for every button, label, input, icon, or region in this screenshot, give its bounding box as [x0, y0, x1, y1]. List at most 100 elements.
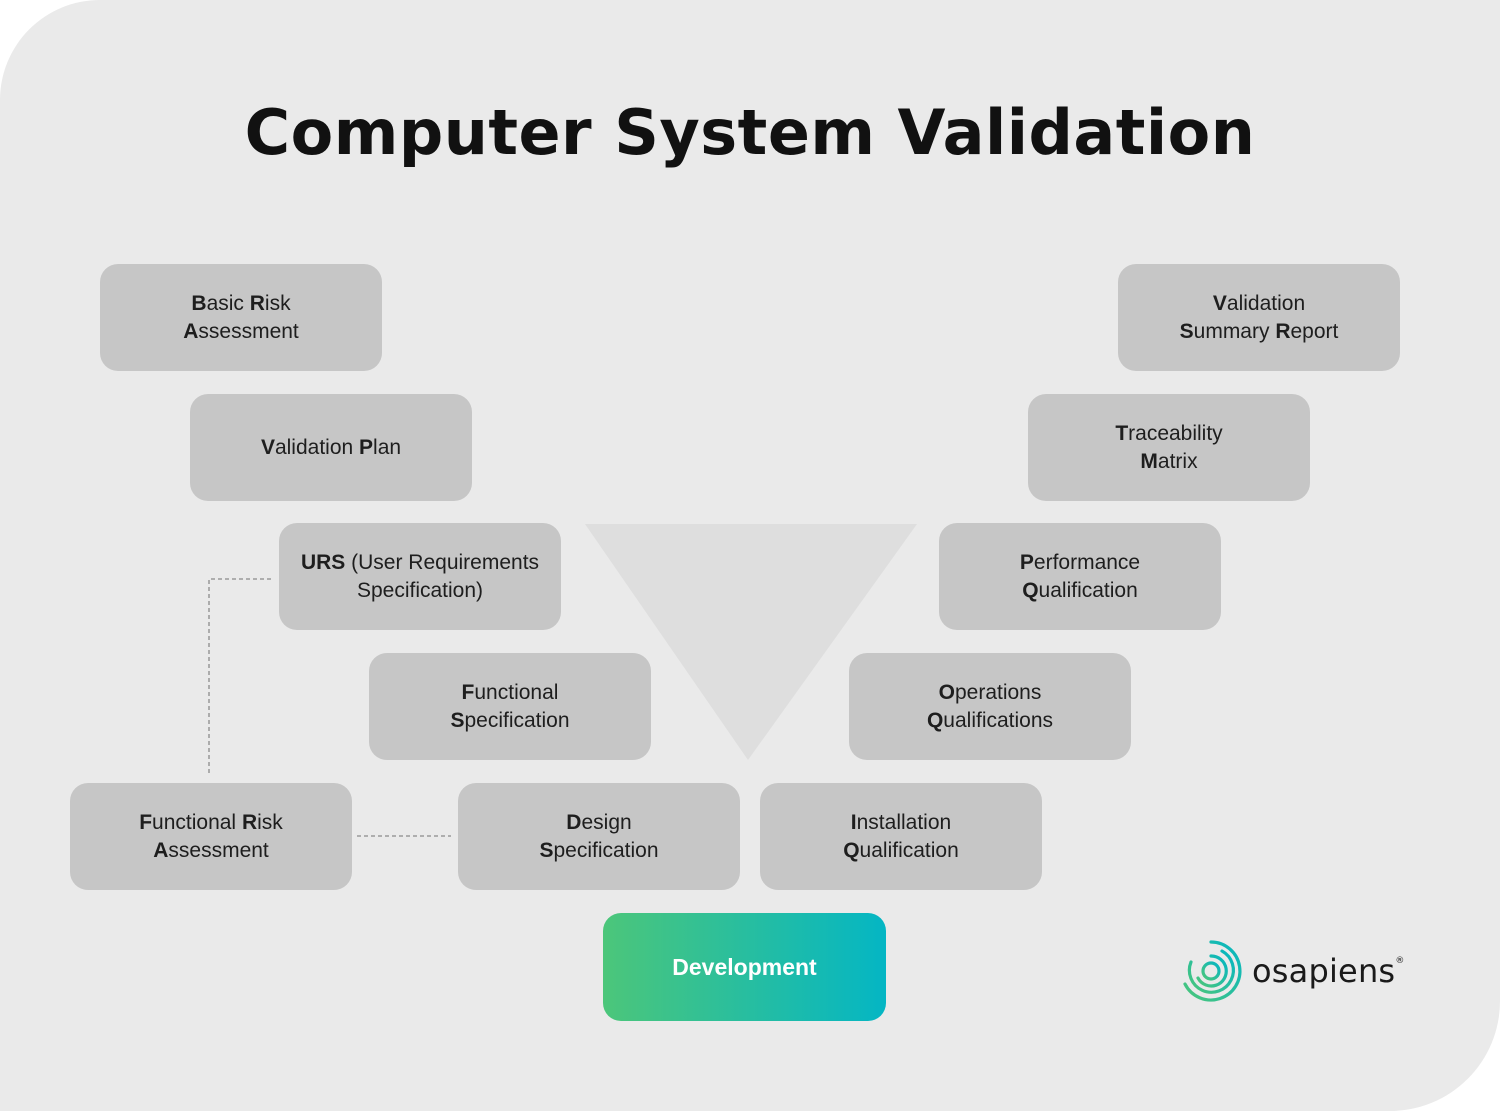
- label-text: pecification: [464, 708, 570, 732]
- box-label-line: Qualification: [1020, 577, 1140, 605]
- box-label-line: Qualifications: [927, 707, 1053, 735]
- label-text: perations: [954, 680, 1042, 704]
- label-initial: S: [539, 838, 554, 862]
- box-label-line: Operations: [927, 679, 1053, 707]
- box-label-line: Functional: [450, 679, 569, 707]
- label-initial: P: [359, 435, 374, 459]
- label-initial: URS: [300, 550, 346, 574]
- label-text: erformance: [1033, 550, 1141, 574]
- label-text: Specification): [356, 578, 484, 602]
- box-label: Validation Plan: [261, 434, 401, 462]
- osapiens-logo-icon: [1183, 940, 1242, 1002]
- label-text: ssessment: [168, 838, 269, 862]
- osapiens-logo: osapiens®: [1178, 938, 1405, 1004]
- page-title: Computer System Validation: [244, 96, 1256, 169]
- label-initial: Q: [926, 708, 944, 732]
- label-initial: B: [191, 291, 207, 315]
- development-box: Development: [603, 913, 886, 1021]
- label-initial: F: [139, 810, 153, 834]
- box-label-line: Performance: [1020, 549, 1140, 577]
- box-label-line: Specification: [539, 837, 658, 865]
- label-text: esign: [581, 810, 632, 834]
- label-initial: V: [260, 435, 275, 459]
- label-text: isk: [264, 291, 291, 315]
- label-text: pecification: [553, 838, 659, 862]
- label-text: ummary: [1193, 319, 1276, 343]
- validation-plan-box: Validation Plan: [190, 394, 472, 501]
- label-initial: M: [1140, 449, 1158, 473]
- label-text: unctional: [474, 680, 559, 704]
- box-label-line: Matrix: [1115, 448, 1222, 476]
- box-label-line: URS (User Requirements: [301, 549, 539, 577]
- label-initial: Q: [843, 838, 860, 862]
- label-initial: F: [461, 680, 475, 704]
- label-text: atrix: [1157, 449, 1198, 473]
- label-initial: V: [1212, 291, 1227, 315]
- label-text: unctional: [152, 810, 242, 834]
- box-label-line: Installation: [843, 809, 959, 837]
- label-initial: A: [153, 838, 169, 862]
- label-text: ualifications: [943, 708, 1054, 732]
- box-label-line: Functional Risk: [139, 809, 283, 837]
- box-label-line: Design: [539, 809, 658, 837]
- label-initial: I: [850, 810, 857, 834]
- box-label-line: Summary Report: [1180, 318, 1339, 346]
- label-text: raceability: [1128, 421, 1223, 445]
- osapiens-wordmark: osapiens®: [1252, 952, 1405, 990]
- label-initial: T: [1115, 421, 1129, 445]
- label-text: eport: [1290, 319, 1339, 343]
- label-initial: Q: [1022, 578, 1039, 602]
- label-text: isk: [257, 810, 283, 834]
- label-initial: P: [1019, 550, 1034, 574]
- label-text: lan: [373, 435, 402, 459]
- box-label-line: Specification): [301, 577, 539, 605]
- label-initial: D: [566, 810, 582, 834]
- box-label-line: Basic Risk: [183, 290, 299, 318]
- box-label-line: Specification: [450, 707, 569, 735]
- label-text: ualification: [859, 838, 959, 862]
- label-initial: A: [183, 319, 199, 343]
- label-initial: R: [249, 291, 265, 315]
- label-initial: R: [1275, 319, 1291, 343]
- label-text: ssessment: [198, 319, 299, 343]
- label-text: alidation: [1226, 291, 1306, 315]
- label-initial: S: [450, 708, 465, 732]
- label-text: alidation: [274, 435, 360, 459]
- box-label-line: Assessment: [139, 837, 283, 865]
- v-model-triangle: [585, 524, 917, 760]
- label-initial: R: [241, 810, 258, 834]
- label-text: (User Requirements: [345, 550, 540, 574]
- label-text: asic: [206, 291, 250, 315]
- box-label-line: Traceability: [1115, 420, 1222, 448]
- box-label-line: Validation Plan: [261, 434, 401, 462]
- label-initial: S: [1179, 319, 1194, 343]
- box-label-line: Validation: [1180, 290, 1339, 318]
- box-label-line: Assessment: [183, 318, 299, 346]
- box-label-line: Qualification: [843, 837, 959, 865]
- label-initial: O: [938, 680, 955, 704]
- development-label: Development: [672, 953, 817, 980]
- label-text: nstallation: [856, 810, 952, 834]
